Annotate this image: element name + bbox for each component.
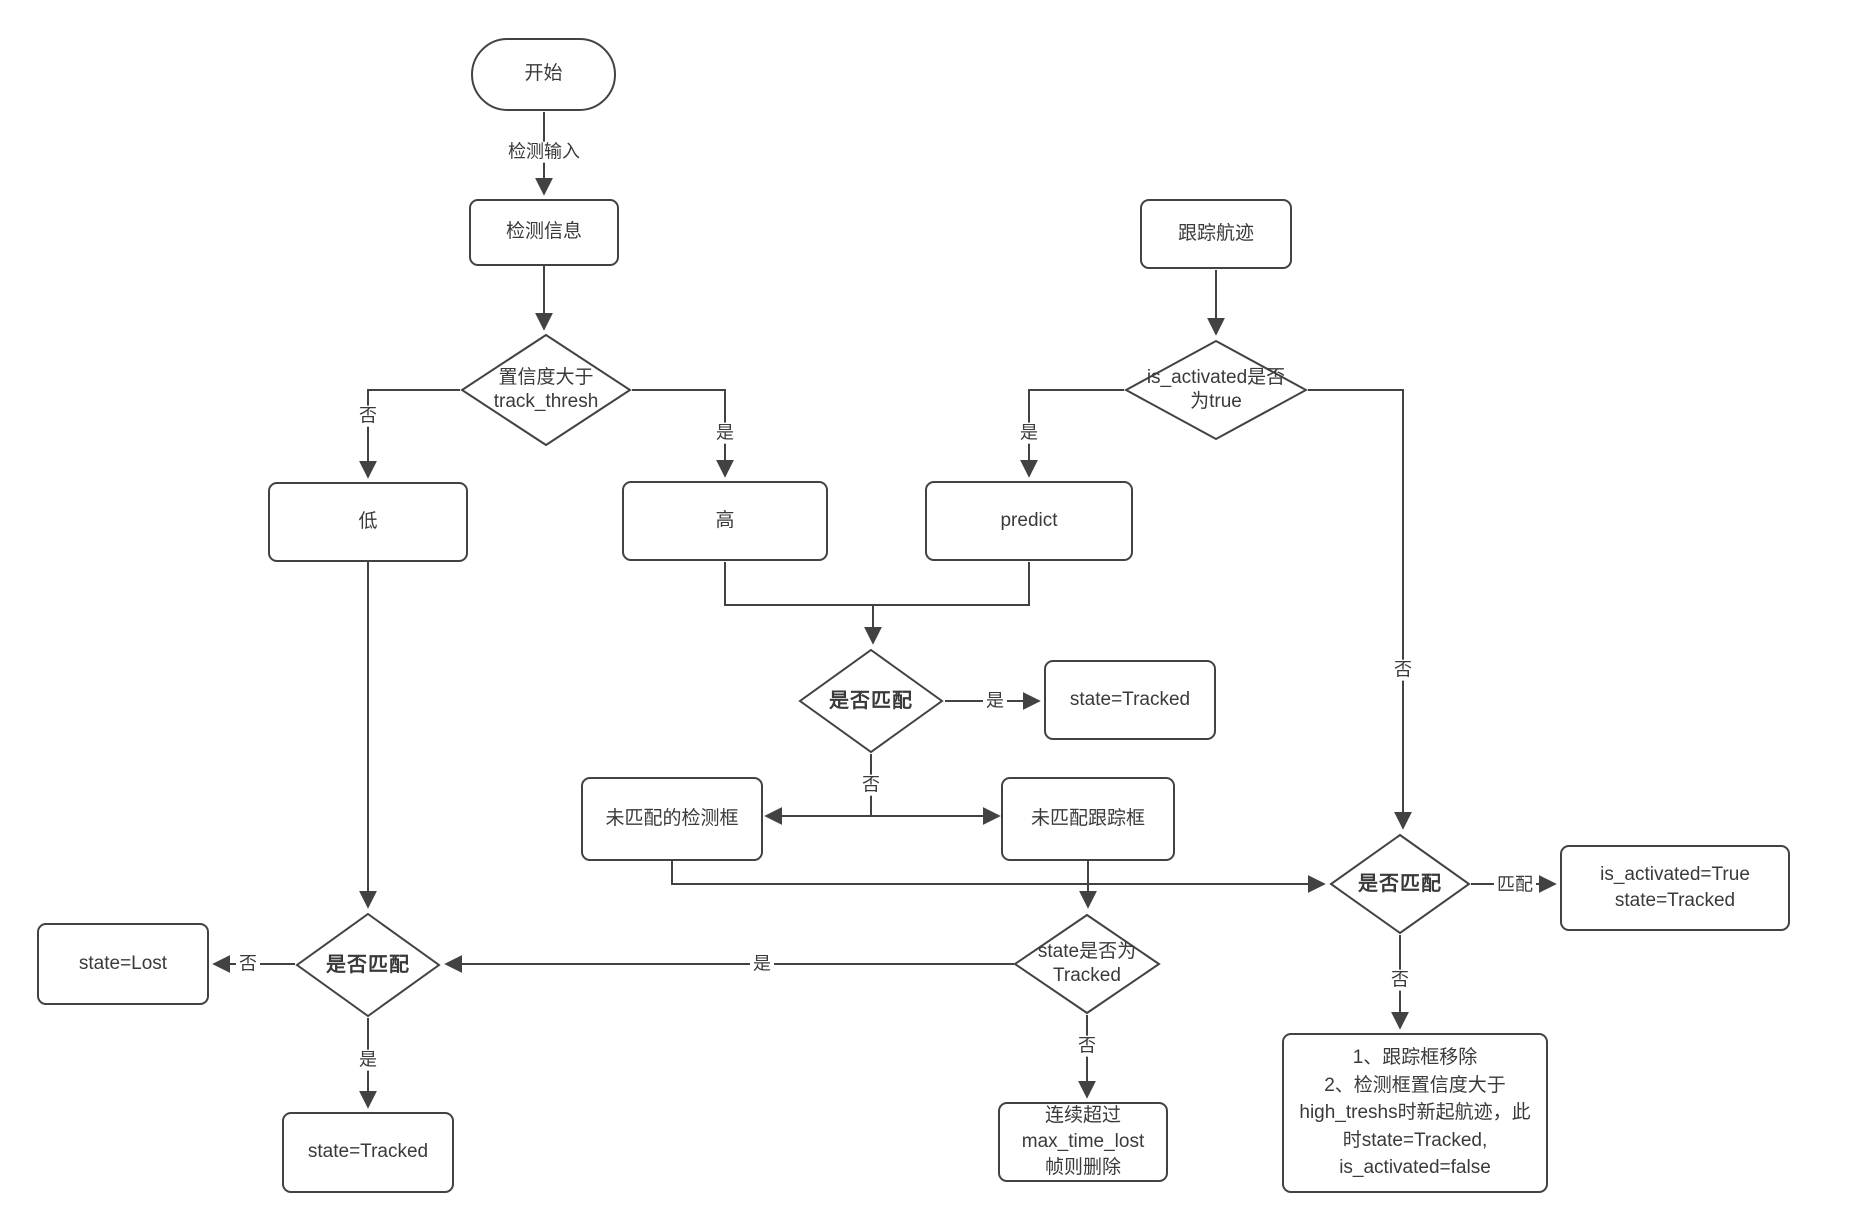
node-unmatched-detection: 未匹配的检测框	[581, 777, 763, 861]
node-confidence-decision: 置信度大于 track_thresh	[460, 333, 632, 447]
diamond-label: is_activated是否 为true	[1146, 367, 1286, 412]
diamond-label: 是否匹配	[829, 689, 913, 712]
diamond-shape	[460, 333, 632, 447]
node-match-decision-right: 是否匹配	[1329, 833, 1471, 935]
diamond-shape	[1124, 339, 1308, 441]
node-delete-note: 连续超过 max_time_lost 帧则删除	[998, 1102, 1168, 1182]
edge-activated-yes-to-predict	[1020, 389, 1124, 478]
edge-label-no-state-tracked: 否	[1075, 1035, 1099, 1057]
edge-label-yes-state-tracked: 是	[750, 953, 774, 975]
node-match-decision-mid: 是否匹配	[798, 648, 944, 754]
node-start: 开始	[471, 38, 616, 111]
node-state-is-tracked-decision: state是否为 Tracked	[1013, 913, 1161, 1015]
edge-label-yes-high: 是	[713, 422, 737, 444]
edge-confidence-yes-to-high	[632, 389, 734, 478]
node-unmatched-track: 未匹配跟踪框	[1001, 777, 1175, 861]
node-is-activated-decision: is_activated是否 为true	[1124, 339, 1308, 441]
edge-label-yes-predict: 是	[1017, 422, 1041, 444]
edge-label-no-matched-left: 否	[236, 953, 260, 975]
edge-high-to-merge	[724, 562, 873, 606]
edge-label-no-low: 否	[356, 405, 380, 427]
node-track-trajectory: 跟踪航迹	[1140, 199, 1292, 269]
node-match-decision-left: 是否匹配	[295, 912, 441, 1018]
node-high: 高	[622, 481, 828, 561]
node-state-tracked-mid: state=Tracked	[1044, 660, 1216, 740]
diamond-label: 是否匹配	[1358, 872, 1442, 895]
diamond-shape	[1013, 913, 1161, 1015]
diamond-shape	[798, 648, 944, 754]
node-low: 低	[268, 482, 468, 562]
node-predict: predict	[925, 481, 1133, 561]
edge-label-no-matched-mid: 否	[859, 774, 883, 796]
node-state-lost: state=Lost	[37, 923, 209, 1005]
diamond-label: state是否为 Tracked	[1037, 941, 1137, 986]
diamond-label: 置信度大于 track_thresh	[493, 367, 599, 412]
edge-unmatched-det-to-right-match	[671, 861, 1326, 893]
edge-label-yes-matched-left: 是	[356, 1049, 380, 1071]
node-new-track-note: 1、跟踪框移除 2、检测框置信度大于 high_treshs时新起航迹，此 时s…	[1282, 1033, 1548, 1193]
edge-label-yes-matched-mid: 是	[983, 690, 1007, 712]
edge-label-detect-input: 检测输入	[505, 141, 583, 163]
node-activated-true: is_activated=True state=Tracked	[1560, 845, 1790, 931]
node-state-tracked-bottom: state=Tracked	[282, 1112, 454, 1193]
edge-label-no-activated: 否	[1391, 659, 1415, 681]
edge-predict-to-merge	[873, 562, 1030, 606]
edge-confidence-no-to-low	[359, 389, 460, 479]
node-detect-info: 检测信息	[469, 199, 619, 266]
edge-activated-no-to-right-match	[1308, 389, 1412, 830]
diamond-label: 是否匹配	[326, 953, 410, 976]
diamond-shape	[1329, 833, 1471, 935]
diamond-shape	[295, 912, 441, 1018]
edge-label-no-matched-right: 否	[1388, 969, 1412, 991]
edge-label-matched-right: 匹配	[1494, 874, 1536, 896]
